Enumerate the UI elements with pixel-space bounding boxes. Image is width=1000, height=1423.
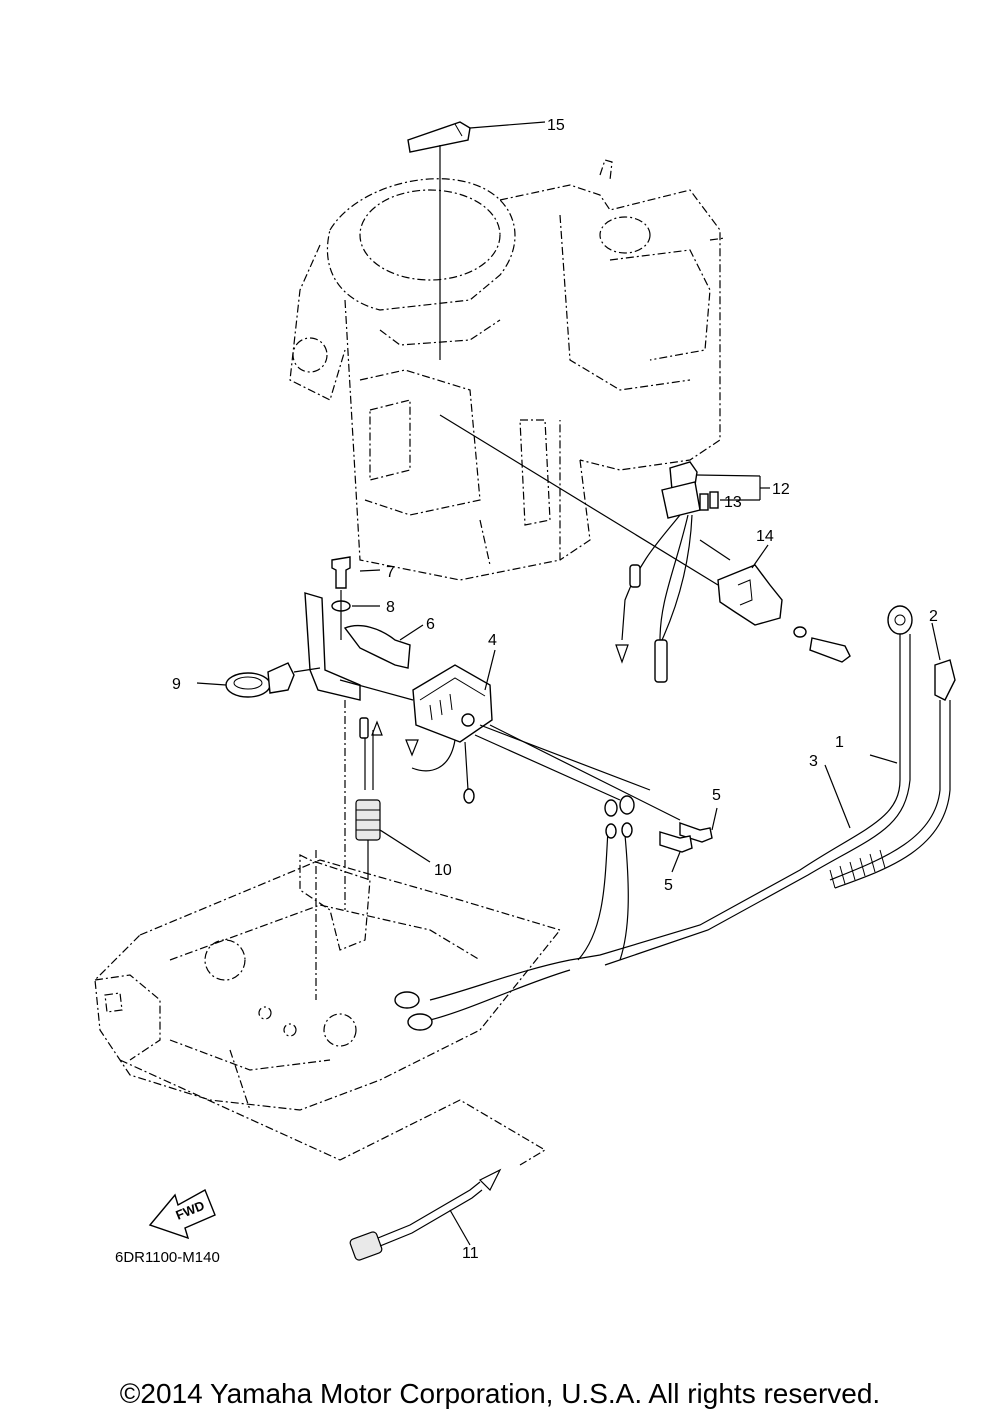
grouping-lines xyxy=(119,700,547,1166)
callout-numbers: 15 12 13 14 7 8 6 2 4 9 1 3 5 5 10 11 xyxy=(172,117,938,1262)
callout-10: 10 xyxy=(434,862,452,879)
lower-pan-outline xyxy=(94,854,562,1111)
part-4-rectifier xyxy=(339,649,681,821)
callout-14: 14 xyxy=(756,528,774,545)
part-11-sensor xyxy=(349,1168,502,1261)
callout-6: 6 xyxy=(426,616,435,633)
callout-3: 3 xyxy=(809,753,818,770)
part-1-2-3-harness xyxy=(394,605,956,1031)
callout-15: 15 xyxy=(547,117,565,134)
part-5-screws xyxy=(659,807,718,873)
callout-7: 7 xyxy=(386,564,395,581)
callout-5-lower: 5 xyxy=(664,877,673,894)
part-14-bracket xyxy=(439,414,851,663)
callout-5-upper: 5 xyxy=(712,787,721,804)
callout-13: 13 xyxy=(724,494,742,511)
part-12-connector xyxy=(615,461,770,683)
fwd-arrow-icon: FWD xyxy=(148,1189,216,1240)
callout-2: 2 xyxy=(929,608,938,625)
callout-8: 8 xyxy=(386,599,395,616)
callout-9: 9 xyxy=(172,676,181,693)
part-9-clamp xyxy=(196,662,321,698)
callout-4: 4 xyxy=(488,632,497,649)
callout-1: 1 xyxy=(835,734,844,751)
callout-12: 12 xyxy=(772,481,790,498)
diagram-code: 6DR1100-M140 xyxy=(115,1249,220,1266)
engine-block-outline xyxy=(289,159,726,581)
part-15-clip xyxy=(407,121,546,360)
copyright-notice: ©2014 Yamaha Motor Corporation, U.S.A. A… xyxy=(119,1378,881,1409)
callout-11: 11 xyxy=(462,1245,479,1262)
part-7-8-6-hardware xyxy=(304,556,424,701)
part-10-sensor xyxy=(355,717,431,880)
